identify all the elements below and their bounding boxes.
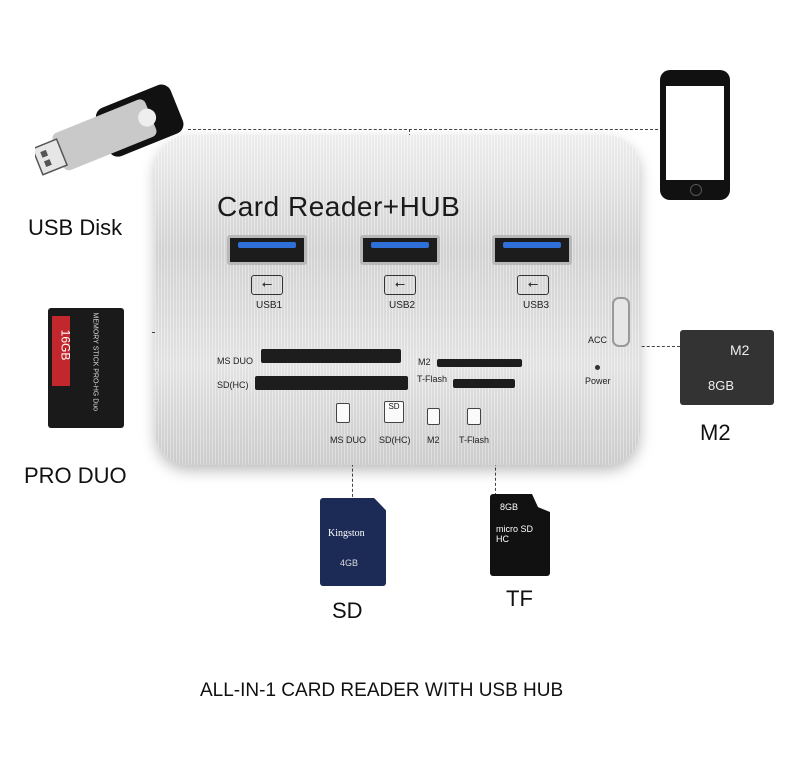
usb-symbol-icon: ⭠ [517, 275, 549, 295]
caption: ALL-IN-1 CARD READER WITH USB HUB [200, 680, 564, 701]
usb-port-3[interactable] [492, 235, 572, 265]
m2-card-icon [427, 408, 440, 425]
bottom-icon-label: T-Flash [459, 435, 490, 445]
pro-duo-card-icon: 16GB MEMORY STICK PRO-HG Duo [48, 308, 124, 428]
usb-port-label: USB3 [523, 300, 550, 311]
tf-label: TF [506, 586, 533, 611]
m2-card-text: M2 [730, 342, 750, 358]
sd-card-brand: Kingston [328, 528, 365, 539]
t-flash-slot-label: T-Flash [417, 374, 448, 384]
m2-card-capacity: 8GB [708, 378, 735, 393]
connector-usb-disk [188, 129, 658, 130]
sd-card-icon: Kingston 4GB [320, 498, 386, 586]
ms-duo-slot[interactable] [261, 349, 401, 363]
bottom-icon-label: SD(HC) [379, 435, 411, 445]
tf-card-capacity: 8GB [500, 502, 519, 512]
ms-duo-slot-label: MS DUO [217, 356, 253, 366]
m2-label: M2 [700, 420, 731, 445]
m2-card-icon: M2 8GB [680, 330, 774, 405]
sd-label: SD [332, 598, 363, 623]
pro-duo-brand: MEMORY STICK PRO-HG Duo [91, 312, 99, 412]
sd-card-icon: SD [384, 401, 404, 423]
phone-screen [666, 86, 724, 180]
power-label: Power [585, 376, 611, 386]
m2-slot-label: M2 [418, 357, 431, 367]
sd-card-capacity: 4GB [340, 558, 359, 568]
ms-duo-card-icon [336, 403, 350, 423]
tf-card-text: micro SD HC [496, 524, 534, 544]
pro-duo-label: PRO DUO [24, 463, 127, 488]
t-flash-card-icon [467, 408, 481, 425]
usb-port-2[interactable] [360, 235, 440, 265]
usb-flash-drive-icon [35, 84, 184, 176]
usb-port-label: USB1 [256, 300, 283, 311]
pro-duo-capacity: 16GB [58, 329, 73, 361]
sd-slot[interactable] [255, 376, 408, 390]
phone-home-button [690, 184, 702, 196]
t-flash-slot[interactable] [453, 379, 515, 388]
acc-button[interactable] [612, 297, 630, 347]
sd-slot-label: SD(HC) [217, 380, 249, 390]
power-led [595, 365, 600, 370]
tf-card-icon: 8GB micro SD HC [490, 494, 550, 576]
bottom-icon-label: MS DUO [330, 435, 366, 445]
card-reader-hub: Card Reader+HUB ⭠ ⭠ ⭠ USB1 USB2 USB3 MS … [155, 135, 640, 465]
bottom-icon-label: M2 [427, 435, 440, 445]
usb-symbol-icon: ⭠ [251, 275, 283, 295]
usb-port-label: USB2 [389, 300, 416, 311]
hub-title: Card Reader+HUB [217, 191, 461, 222]
usb-port-1[interactable] [227, 235, 307, 265]
m2-slot[interactable] [437, 359, 522, 367]
usb-disk-label: USB Disk [28, 215, 123, 240]
smartphone-icon [660, 70, 730, 200]
acc-label: ACC [588, 335, 608, 345]
pro-duo-red-band [52, 316, 70, 386]
usb-symbol-icon: ⭠ [384, 275, 416, 295]
